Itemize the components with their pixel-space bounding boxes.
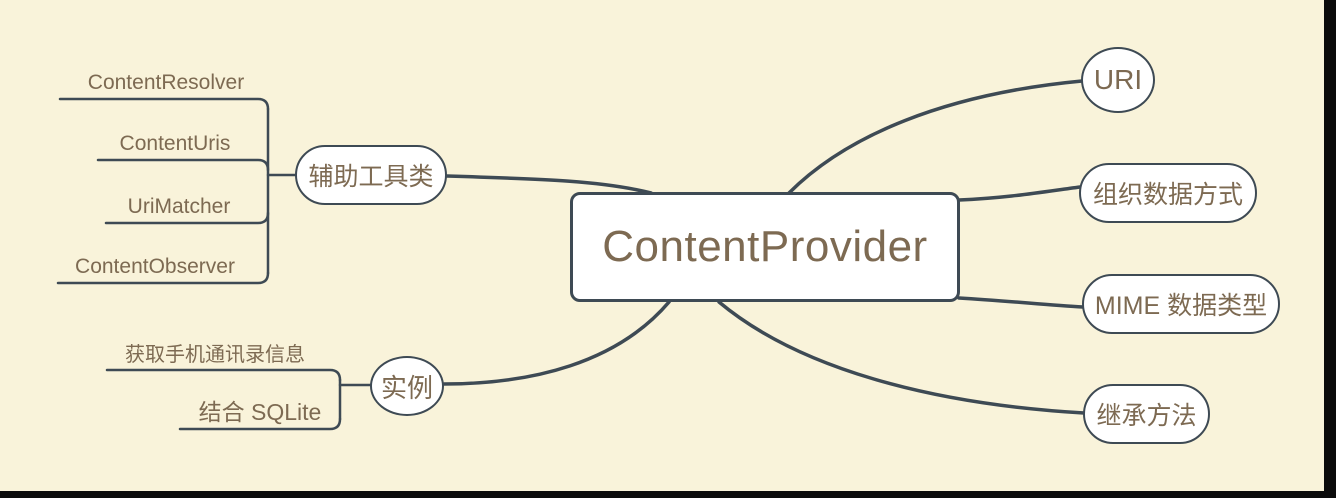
leaf-combine-sqlite[interactable]: 结合 SQLite xyxy=(198,399,322,425)
edge-underline-contentresolver xyxy=(58,97,270,111)
leaf-contentobserver[interactable]: ContentObserver xyxy=(75,255,235,278)
edge-underline-contacts xyxy=(105,368,342,382)
leaf-get-phone-contacts[interactable]: 获取手机通讯录信息 xyxy=(125,344,305,366)
edge-root-mime xyxy=(957,296,1085,309)
edge-root-organize xyxy=(957,185,1082,202)
topic-helper-tools[interactable]: 辅助工具类 xyxy=(295,145,447,205)
leaf-contenturis[interactable]: ContentUris xyxy=(119,132,231,155)
leaf-urimatcher[interactable]: UriMatcher xyxy=(127,195,231,218)
edge-underline-contenturis xyxy=(96,158,270,172)
screen-edge-bottom-bar xyxy=(0,491,1336,498)
topic-uri[interactable]: URI xyxy=(1081,47,1155,113)
edge-underline-sqlite xyxy=(178,417,342,431)
edge-root-instance xyxy=(442,300,671,386)
edge-underline-contentobserver xyxy=(56,271,270,285)
leaf-contentresolver[interactable]: ContentResolver xyxy=(87,71,245,94)
edge-helper-children xyxy=(56,97,298,285)
edge-root-uri xyxy=(787,79,1084,195)
edge-root-helper xyxy=(445,174,653,195)
central-topic-contentprovider[interactable]: ContentProvider xyxy=(570,192,960,302)
topic-data-organization[interactable]: 组织数据方式 xyxy=(1079,163,1257,223)
screen-edge-right-bar xyxy=(1324,0,1336,498)
topic-inherited-methods[interactable]: 继承方法 xyxy=(1083,384,1210,444)
edge-instance-children xyxy=(105,368,374,431)
topic-example[interactable]: 实例 xyxy=(370,356,444,416)
topic-mime-data-type[interactable]: MIME 数据类型 xyxy=(1082,274,1280,334)
edge-root-inherit xyxy=(717,300,1086,415)
